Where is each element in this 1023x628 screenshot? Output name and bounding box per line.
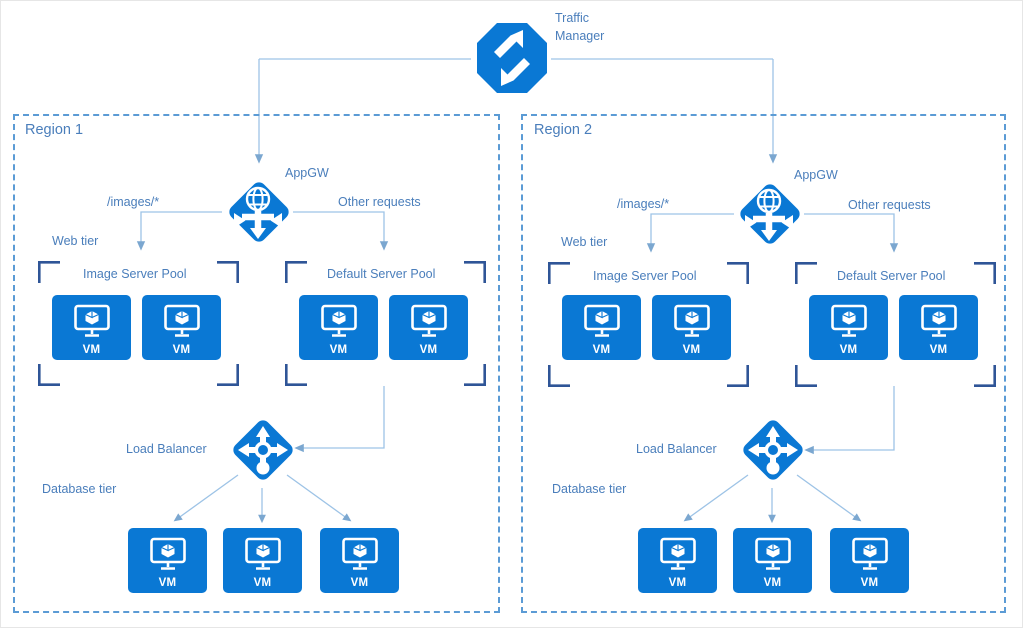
vm-label: VM bbox=[860, 577, 879, 589]
vm-monitor-icon bbox=[320, 304, 357, 337]
traffic-manager-node[interactable] bbox=[476, 22, 548, 99]
region-2-image-pool-vm-2[interactable]: VM bbox=[652, 295, 731, 360]
region-1-load-balancer-label: Load Balancer bbox=[126, 442, 207, 456]
vm-label: VM bbox=[592, 344, 611, 356]
vm-label: VM bbox=[253, 577, 272, 589]
vm-label: VM bbox=[839, 344, 858, 356]
load-balancer-icon bbox=[233, 420, 293, 480]
vm-monitor-icon bbox=[244, 537, 281, 570]
region-2-default-pool-vm-2[interactable]: VM bbox=[899, 295, 978, 360]
load-balancer-icon bbox=[743, 420, 803, 480]
region-1-route-other-label: Other requests bbox=[338, 195, 421, 209]
vm-label: VM bbox=[682, 344, 701, 356]
region-2-route-images-label: /images/* bbox=[617, 197, 670, 211]
vm-label: VM bbox=[172, 344, 191, 356]
vm-monitor-icon bbox=[851, 537, 888, 570]
application-gateway-icon bbox=[740, 184, 800, 244]
vm-label: VM bbox=[929, 344, 948, 356]
vm-monitor-icon bbox=[659, 537, 696, 570]
region-1-appgw-node[interactable] bbox=[220, 173, 296, 256]
vm-label: VM bbox=[668, 577, 687, 589]
region-2-web-tier-label: Web tier bbox=[561, 235, 608, 249]
region-1-label: Region 1 bbox=[25, 122, 84, 138]
vm-monitor-icon bbox=[920, 304, 957, 337]
region-1-web-tier-label: Web tier bbox=[52, 234, 99, 248]
region-2-database-tier-label: Database tier bbox=[552, 482, 627, 496]
vm-monitor-icon bbox=[341, 537, 378, 570]
region-2-database-vm-3[interactable]: VM bbox=[830, 528, 909, 593]
vm-monitor-icon bbox=[830, 304, 867, 337]
region-2-appgw-node[interactable] bbox=[731, 175, 807, 258]
vm-label: VM bbox=[350, 577, 369, 589]
region-1-database-vm-1[interactable]: VM bbox=[128, 528, 207, 593]
region-2-boundary bbox=[521, 114, 1006, 613]
region-2-appgw-label: AppGW bbox=[794, 168, 838, 182]
region-2-image-pool-brackets bbox=[548, 262, 749, 387]
region-2-load-balancer-label: Load Balancer bbox=[636, 442, 717, 456]
region-1-default-pool-vm-1[interactable]: VM bbox=[299, 295, 378, 360]
region-1-load-balancer-node[interactable] bbox=[225, 411, 301, 494]
region-1-image-pool-vm-2[interactable]: VM bbox=[142, 295, 221, 360]
application-gateway-icon bbox=[229, 182, 289, 242]
region-1-default-pool-brackets bbox=[285, 261, 486, 386]
region-2-database-vm-2[interactable]: VM bbox=[733, 528, 812, 593]
vm-label: VM bbox=[329, 344, 348, 356]
region-1-appgw-label: AppGW bbox=[285, 166, 329, 180]
vm-monitor-icon bbox=[163, 304, 200, 337]
region-2-label: Region 2 bbox=[534, 122, 593, 138]
region-2-image-pool-label: Image Server Pool bbox=[593, 269, 697, 283]
region-2-image-pool-vm-1[interactable]: VM bbox=[562, 295, 641, 360]
vm-monitor-icon bbox=[583, 304, 620, 337]
vm-label: VM bbox=[419, 344, 438, 356]
region-2-load-balancer-node[interactable] bbox=[735, 411, 811, 494]
region-1-default-pool-vm-2[interactable]: VM bbox=[389, 295, 468, 360]
region-1-image-pool-vm-1[interactable]: VM bbox=[52, 295, 131, 360]
traffic-manager-icon bbox=[477, 23, 547, 93]
vm-label: VM bbox=[763, 577, 782, 589]
region-2-database-vm-1[interactable]: VM bbox=[638, 528, 717, 593]
region-1-database-vm-2[interactable]: VM bbox=[223, 528, 302, 593]
vm-label: VM bbox=[158, 577, 177, 589]
vm-label: VM bbox=[82, 344, 101, 356]
vm-monitor-icon bbox=[73, 304, 110, 337]
region-1-image-pool-label: Image Server Pool bbox=[83, 267, 187, 281]
region-2-default-pool-label: Default Server Pool bbox=[837, 269, 946, 283]
region-1-boundary bbox=[13, 114, 500, 613]
traffic-manager-label: Traffic Manager bbox=[555, 11, 605, 43]
region-1-route-images-label: /images/* bbox=[107, 195, 160, 209]
vm-monitor-icon bbox=[149, 537, 186, 570]
region-1-image-pool-brackets bbox=[38, 261, 239, 386]
region-2-route-other-label: Other requests bbox=[848, 198, 931, 212]
region-1-database-tier-label: Database tier bbox=[42, 482, 117, 496]
vm-monitor-icon bbox=[410, 304, 447, 337]
region-2-default-pool-brackets bbox=[795, 262, 996, 387]
region-1-database-vm-3[interactable]: VM bbox=[320, 528, 399, 593]
vm-monitor-icon bbox=[754, 537, 791, 570]
region-1-default-pool-label: Default Server Pool bbox=[327, 267, 436, 281]
vm-monitor-icon bbox=[673, 304, 710, 337]
region-2-default-pool-vm-1[interactable]: VM bbox=[809, 295, 888, 360]
